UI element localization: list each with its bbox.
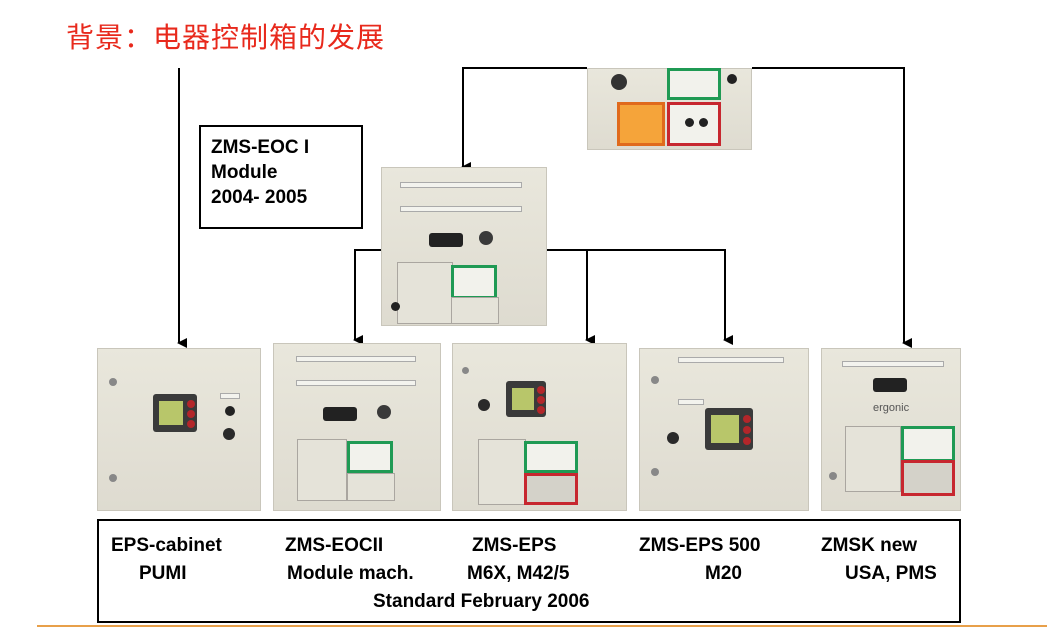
- green-frame-panel: [451, 265, 497, 299]
- module-label-line1: ZMS-EOC I: [211, 137, 310, 158]
- display-unit: [506, 381, 546, 417]
- caption-standard-date: Standard February 2006: [373, 591, 590, 612]
- arrow-module-to-eps: [547, 249, 595, 345]
- red-frame-panel: [667, 102, 721, 146]
- switch-knob-icon: [479, 231, 493, 245]
- green-frame-panel: [347, 441, 393, 473]
- green-frame-panel: [901, 426, 955, 462]
- door-lock-icon: [391, 302, 400, 311]
- blank-panel-left: [397, 262, 453, 324]
- caption-zms-eocii-line1: ZMS-EOCII: [285, 535, 384, 556]
- caption-eps-cabinet-line1: EPS-cabinet: [111, 535, 222, 556]
- green-frame-panel: [524, 441, 578, 473]
- terminal-strip: [297, 381, 415, 385]
- cable-plug-icon: [223, 428, 235, 440]
- caption-zmsk-new-line1: ZMSK new: [821, 535, 918, 556]
- red-frame-panel: [901, 460, 955, 496]
- terminal-strip: [401, 183, 521, 187]
- arrow-module-to-eocii: [353, 249, 381, 345]
- photo-zms-eps-500: [639, 348, 809, 511]
- display-unit: [153, 394, 197, 432]
- caption-zms-eps-line1: ZMS-EPS: [472, 535, 557, 556]
- blank-panel-left: [478, 439, 526, 505]
- caption-box: EPS-cabinet PUMI ZMS-EOCII Module mach. …: [97, 519, 961, 623]
- display-unit: [323, 407, 357, 421]
- terminal-strip: [297, 357, 415, 361]
- photo-zms-eocii: [273, 343, 441, 511]
- caption-eps-cabinet-line2: PUMI: [139, 563, 187, 584]
- terminal-strip: [679, 358, 783, 362]
- door-lock-icon: [829, 472, 837, 480]
- caption-zms-eps-500-line1: ZMS-EPS 500: [639, 535, 761, 556]
- photo-top-panel: [587, 68, 752, 150]
- photo-zms-eoc-i-module: [381, 167, 547, 326]
- rotary-switch-icon: [611, 74, 627, 90]
- switch-knob-icon: [225, 406, 235, 416]
- caption-zms-eps-500-line2: M20: [705, 563, 742, 584]
- selector-knob-icon: [685, 118, 694, 127]
- caption-zms-eps-line2: M6X, M42/5: [467, 563, 570, 584]
- blank-panel-right: [451, 297, 499, 324]
- photo-eps-cabinet: [97, 348, 261, 511]
- arrow-top-to-module: [461, 67, 587, 172]
- indicator-lamp-icon: [727, 74, 737, 84]
- blank-panel-left: [297, 439, 347, 501]
- slide-title: 背景：电器控制箱的发展: [66, 21, 386, 54]
- module-label-box: ZMS-EOC I Module 2004- 2005: [199, 125, 363, 229]
- terminal-strip: [221, 394, 239, 398]
- keypad-panel: [617, 102, 665, 146]
- door-lock-icon: [462, 367, 469, 374]
- footer-divider: [37, 625, 1047, 627]
- arrow-module-to-eps500: [587, 249, 733, 345]
- caption-zmsk-new-line2: USA, PMS: [845, 563, 937, 584]
- photo-zmsk-new: ergonic: [821, 348, 961, 511]
- display-unit: [429, 233, 463, 247]
- arrow-top-to-zmsk: [752, 67, 912, 348]
- cable-plug-icon: [667, 432, 679, 444]
- caption-zms-eocii-line2: Module mach.: [287, 563, 414, 584]
- cable-plug-icon: [478, 399, 490, 411]
- red-frame-panel: [524, 473, 578, 505]
- green-frame-panel: [667, 68, 721, 100]
- terminal-strip: [679, 400, 703, 404]
- photo-zms-eps: [452, 343, 627, 511]
- door-lock-icon: [109, 378, 117, 386]
- display-unit: [873, 378, 907, 392]
- brand-logo: ergonic: [873, 402, 910, 414]
- display-unit: [705, 408, 753, 450]
- module-label-line2: Module: [211, 162, 278, 183]
- door-lock-icon: [651, 376, 659, 384]
- switch-knob-icon: [377, 405, 391, 419]
- module-label-line3: 2004- 2005: [211, 187, 308, 208]
- door-lock-icon: [651, 468, 659, 476]
- door-lock-icon: [109, 474, 117, 482]
- selector-knob-icon: [699, 118, 708, 127]
- terminal-strip: [401, 207, 521, 211]
- blank-panel-left: [845, 426, 901, 492]
- blank-panel-right: [347, 473, 395, 501]
- terminal-strip: [843, 362, 943, 366]
